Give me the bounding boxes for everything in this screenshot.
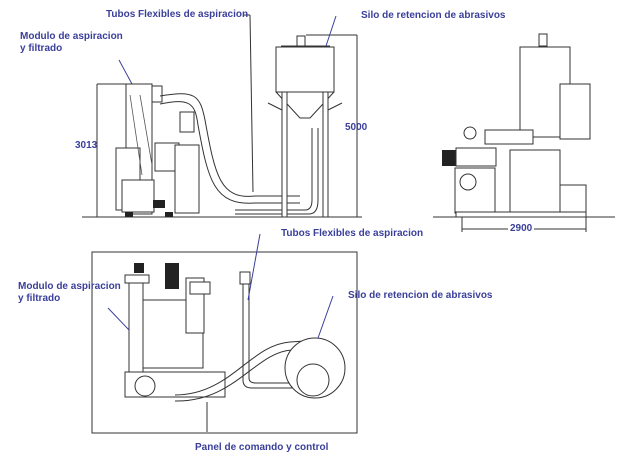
label-modulo-top: Modulo de aspiracion y filtrado [20,31,123,55]
label-modulo-bottom-line1: Modulo de aspiracion [18,281,121,292]
plan-view [91,233,358,434]
dimension-3013: 3013 [75,140,98,151]
label-tubos-bottom: Tubos Flexibles de aspiracion [281,228,424,239]
flexible-hose [159,93,300,197]
label-silo-bottom: Silo de retencion de abrasivos [348,290,493,301]
label-modulo-bottom: Modulo de aspiracion y filtrado [18,281,121,305]
label-modulo-top-line1: Modulo de aspiracion [20,31,123,42]
label-panel: Panel de comando y control [195,442,329,453]
abrasive-silo [267,35,343,218]
label-modulo-top-line2: y filtrado [20,43,63,54]
label-silo-top: Silo de retencion de abrasivos [361,10,506,21]
label-tubos-top: Tubos Flexibles de aspiracion [106,9,249,20]
front-elevation-view [82,14,362,218]
dimension-5000: 5000 [345,122,368,133]
side-elevation-view [433,33,615,232]
dimension-2900: 2900 [508,223,535,234]
aspiration-module [115,83,200,217]
label-modulo-bottom-line2: y filtrado [18,293,61,304]
plan-border [91,251,358,434]
